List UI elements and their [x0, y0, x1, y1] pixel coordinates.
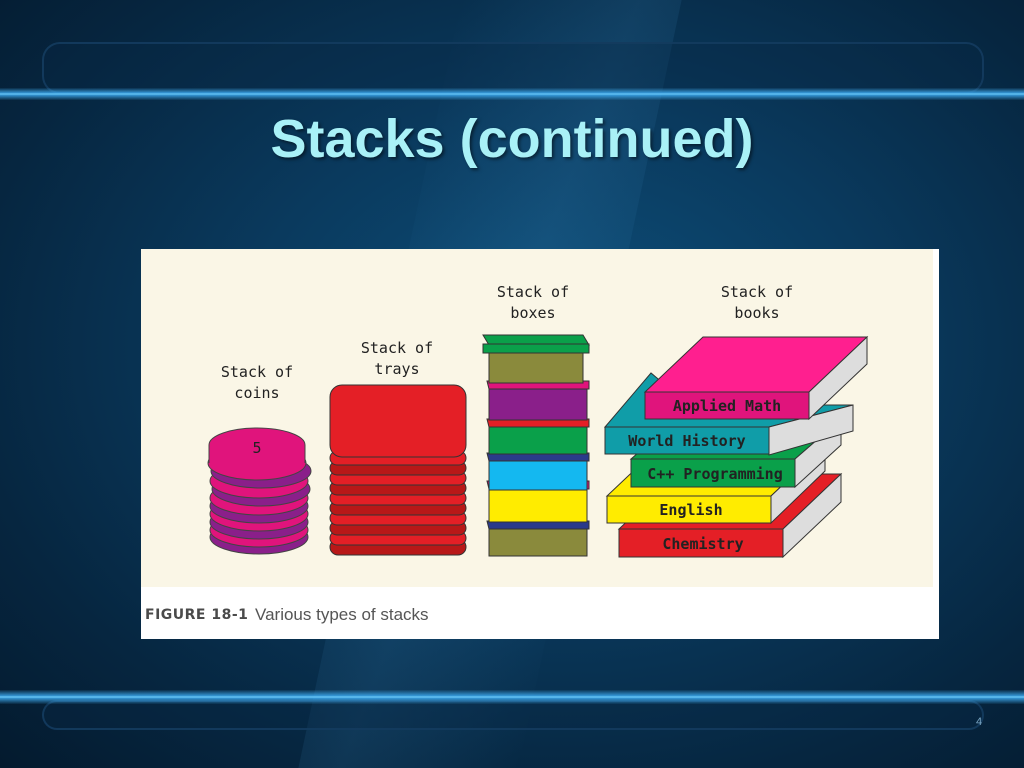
bottom-light-band [0, 690, 1024, 704]
box-stack [482, 334, 590, 557]
book-title-applied-math: Applied Math [673, 397, 781, 415]
top-coin-value: 5 [252, 439, 261, 457]
figure-caption-label: FIGURE 18-1 [145, 607, 249, 623]
stacks-illustration: Stack of coins 5 Stack of trays [141, 249, 933, 587]
figure-caption-text: Various types of stacks [255, 605, 429, 624]
book-title-world-history: World History [628, 432, 745, 450]
tray-stack [329, 384, 467, 556]
slide-title: Stacks (continued) [270, 109, 754, 169]
coins-label-line1: Stack of [221, 363, 293, 381]
stacks-figure: Stack of coins 5 Stack of trays [141, 249, 939, 639]
bottom-frame [42, 700, 984, 730]
books-label-line2: books [734, 304, 779, 322]
top-light-band [0, 88, 1024, 100]
trays-label-line2: trays [374, 360, 419, 378]
boxes-label-line2: boxes [510, 304, 555, 322]
book-title-cpp-programming: C++ Programming [647, 465, 782, 483]
coins-label-line2: coins [234, 384, 279, 402]
slide-number: 4 [976, 716, 983, 728]
boxes-label-line1: Stack of [497, 283, 569, 301]
top-frame [42, 42, 984, 94]
book-stack [603, 335, 869, 559]
books-label-line1: Stack of [721, 283, 793, 301]
coin-stack [207, 427, 312, 555]
trays-label-line1: Stack of [361, 339, 433, 357]
book-title-english: English [659, 501, 722, 519]
book-title-chemistry: Chemistry [662, 535, 743, 553]
